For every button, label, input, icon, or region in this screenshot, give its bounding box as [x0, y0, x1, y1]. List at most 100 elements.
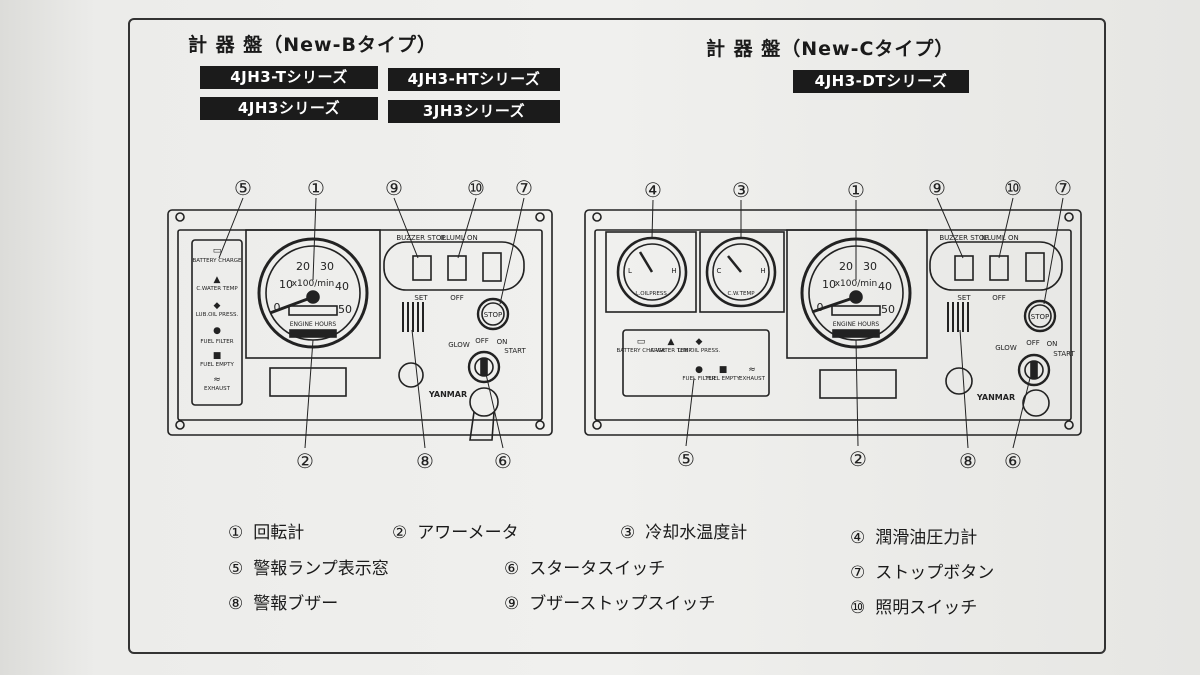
key-on-label-c: ON [1047, 340, 1058, 348]
svg-text:40: 40 [878, 280, 892, 293]
page-frame [128, 18, 1106, 654]
oil-gauge-box [605, 231, 697, 313]
starter-key-switch-c[interactable] [1017, 353, 1051, 387]
callout-7-c: ⑦ [1054, 176, 1072, 200]
callout-5-c: ⑤ [677, 447, 695, 471]
callout-1-c: ① [847, 178, 865, 202]
illumination-switch-c[interactable] [989, 255, 1009, 281]
set-label: SET [414, 294, 428, 302]
key-on-label: ON [497, 338, 508, 346]
panel-b [167, 197, 553, 449]
svg-text:0: 0 [274, 301, 281, 314]
stop-label-c: STOP [1031, 313, 1049, 321]
hour-meter-c [819, 369, 897, 399]
water-gauge-box [699, 231, 785, 313]
callout-6-c: ⑥ [1004, 449, 1022, 473]
svg-text:BATTERY CHARGE: BATTERY CHARGE [616, 348, 666, 354]
spare-switch-c [1025, 252, 1045, 282]
callout-9: ⑨ [385, 176, 403, 200]
svg-text:10: 10 [279, 278, 293, 291]
illuml-on-label-c: ILLUML ON [981, 234, 1019, 242]
callout-1: ① [307, 176, 325, 200]
callout-8: ⑧ [416, 449, 434, 473]
off-label: OFF [450, 294, 464, 302]
svg-text:≈: ≈ [748, 365, 756, 375]
callout-4: ④ [644, 178, 662, 202]
switch-box-c [929, 241, 1063, 291]
svg-text:●: ● [695, 365, 703, 375]
svg-text:◆: ◆ [696, 337, 703, 347]
buzzer-stop-switch-c[interactable] [954, 255, 974, 281]
svg-text:◆: ◆ [214, 301, 221, 311]
svg-text:C.WATER TEMP: C.WATER TEMP [650, 348, 692, 354]
tach-b-scale: 0 10 20 30 40 50 [274, 260, 353, 316]
brand-logo-c: YANMAR [976, 393, 1015, 402]
buzzer-stop-label-c: BUZZER STOP [939, 234, 988, 242]
callout-10-c: ⑩ [1004, 176, 1022, 200]
warning-lamp-window [191, 239, 243, 406]
panel-c-outer [584, 209, 1082, 436]
stop-label: STOP [484, 311, 502, 319]
callout-2-c: ② [849, 447, 867, 471]
illuml-on-label: ILLUML ON [440, 234, 478, 242]
svg-text:LUB.OIL PRESS.: LUB.OIL PRESS. [196, 312, 239, 318]
svg-text:FUEL EMPTY: FUEL EMPTY [200, 362, 234, 368]
oil-gauge-label: L.OILPRESS. [635, 291, 668, 297]
tach-b-unit: x100/min [292, 279, 335, 289]
hour-meter [269, 367, 347, 397]
svg-text:C.WATER TEMP: C.WATER TEMP [196, 286, 238, 292]
callout-9-c: ⑨ [928, 176, 946, 200]
svg-text:EXHAUST: EXHAUST [204, 386, 231, 392]
svg-text:20: 20 [839, 260, 853, 273]
tach-c-unit: x100/min [835, 279, 878, 289]
svg-text:30: 30 [320, 260, 334, 273]
svg-text:50: 50 [338, 303, 352, 316]
buzzer-stop-switch[interactable] [412, 255, 432, 281]
spare-switch [482, 252, 502, 282]
stop-button-c[interactable] [1023, 299, 1057, 333]
panel-b-socket [398, 362, 424, 388]
key-off-label-c: OFF [1026, 339, 1040, 347]
set-label-c: SET [957, 294, 971, 302]
svg-text:FUEL FILTER: FUEL FILTER [682, 376, 715, 382]
svg-text:20: 20 [296, 260, 310, 273]
panel-c-leader-lines [651, 197, 1064, 449]
tach-c-scale: 0 10 20 30 40 50 [817, 260, 896, 316]
panel-b-outer [167, 209, 553, 436]
svg-text:■: ■ [213, 351, 222, 361]
switch-box [383, 241, 525, 291]
tach-section-c [786, 229, 928, 359]
callout-8-c: ⑧ [959, 449, 977, 473]
svg-text:10: 10 [822, 278, 836, 291]
svg-text:■: ■ [719, 365, 728, 375]
svg-text:0: 0 [817, 301, 824, 314]
svg-text:FUEL EMPTY: FUEL EMPTY [706, 376, 740, 382]
glow-label: GLOW [448, 341, 470, 349]
key-start-label: START [504, 347, 526, 355]
oil-gauge-high: H [671, 267, 676, 275]
series-tag-4jh3-t: 4JH3-Tシリーズ [200, 66, 378, 89]
oil-gauge-low: L [628, 267, 632, 275]
series-tag-4jh3-ht: 4JH3-HTシリーズ [388, 68, 560, 91]
key-off-label: OFF [475, 337, 489, 345]
svg-text:BATTERY CHARGE: BATTERY CHARGE [192, 258, 242, 264]
svg-text:▭: ▭ [637, 337, 646, 347]
tach-c-hours-label: ENGINE HOURS [833, 321, 880, 328]
water-gauge-hot: H [760, 267, 765, 275]
starter-key-switch[interactable] [467, 350, 501, 384]
panel-c [584, 197, 1082, 449]
illumination-switch[interactable] [447, 255, 467, 281]
callout-5: ⑤ [234, 176, 252, 200]
brand-logo-b: YANMAR [428, 390, 467, 399]
buzzer-stop-label: BUZZER STOP [396, 234, 445, 242]
stop-button[interactable] [476, 297, 510, 331]
svg-text:FUEL FILTER: FUEL FILTER [200, 339, 233, 345]
panel-b-leader-lines [218, 197, 525, 449]
warning-buzzer-grille-c [947, 302, 969, 332]
